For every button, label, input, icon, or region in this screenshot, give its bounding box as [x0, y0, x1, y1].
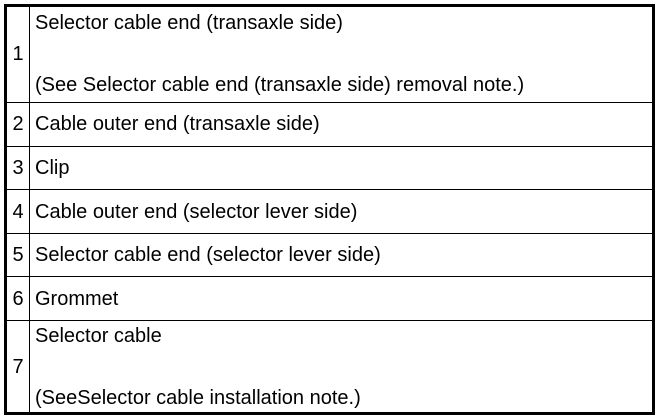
table-row: 5 Selector cable end (selector lever sid… [5, 233, 654, 278]
item-name: Selector cable [35, 324, 162, 347]
item-number: 7 [5, 320, 30, 414]
item-number: 2 [5, 101, 30, 147]
item-description: Cable outer end (selector lever side) [29, 188, 654, 235]
item-description: Selector cable (SeeSelector cable instal… [29, 320, 654, 414]
item-description: Cable outer end (transaxle side) [29, 101, 654, 147]
item-description: Selector cable end (selector lever side) [29, 233, 654, 278]
table-row: 1 Selector cable end (transaxle side) (S… [5, 5, 654, 103]
item-number: 5 [5, 233, 30, 278]
item-name: Selector cable end (transaxle side) [35, 12, 343, 35]
item-number: 1 [5, 5, 30, 103]
item-description: Clip [29, 145, 654, 191]
parts-table: 1 Selector cable end (transaxle side) (S… [4, 4, 655, 415]
item-number: 3 [5, 145, 30, 191]
table-row: 6 Grommet [5, 276, 654, 322]
table-row: 7 Selector cable (SeeSelector cable inst… [5, 320, 654, 414]
item-note: (SeeSelector cable installation note.) [35, 386, 361, 409]
table-row: 4 Cable outer end (selector lever side) [5, 188, 654, 235]
item-description: Selector cable end (transaxle side) (See… [29, 5, 654, 103]
item-number: 4 [5, 188, 30, 235]
item-description: Grommet [29, 276, 654, 322]
item-number: 6 [5, 276, 30, 322]
item-note: (See Selector cable end (transaxle side)… [35, 74, 525, 97]
table-row: 2 Cable outer end (transaxle side) [5, 101, 654, 147]
table-row: 3 Clip [5, 145, 654, 191]
